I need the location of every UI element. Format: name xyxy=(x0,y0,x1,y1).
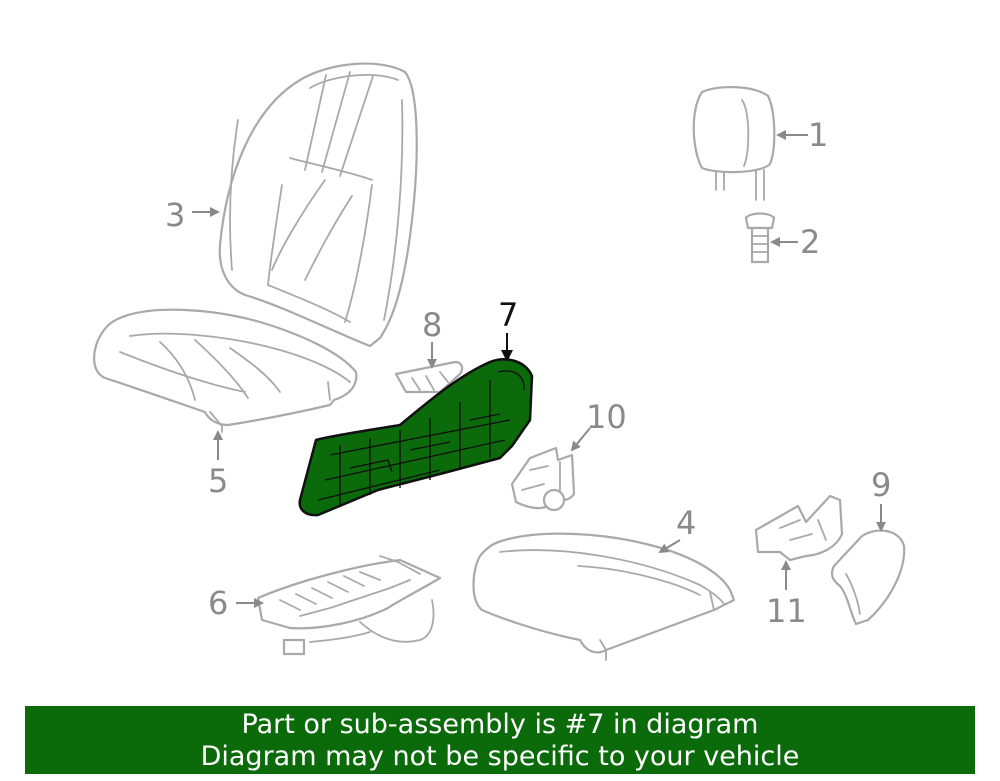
callout-4: 4 xyxy=(676,504,696,542)
callout-3: 3 xyxy=(165,196,185,234)
leader-4 xyxy=(658,539,681,554)
callout-2: 2 xyxy=(800,223,820,261)
part-8-cover xyxy=(394,360,464,394)
part-3-seatback-cover xyxy=(218,62,418,348)
callout-5: 5 xyxy=(208,462,228,500)
part-11-bracket xyxy=(754,494,844,562)
callout-1: 1 xyxy=(808,116,828,154)
part-10-bracket xyxy=(510,446,576,512)
callout-10: 10 xyxy=(586,398,627,436)
seat-parts-diagram: 1 2 3 4 5 6 7 8 9 10 11 xyxy=(93,62,906,661)
leader-10 xyxy=(570,427,591,452)
part-7-side-trim xyxy=(298,358,534,517)
part-1-headrest xyxy=(692,85,776,201)
part-6-heater-mat xyxy=(256,555,442,656)
part-2-guide xyxy=(744,212,776,264)
part-4-cushion-pad xyxy=(472,532,736,661)
callout-7: 7 xyxy=(498,296,518,334)
part-9-cover xyxy=(830,529,906,626)
banner-line-2: Diagram may not be specific to your vehi… xyxy=(200,741,800,772)
callout-9: 9 xyxy=(871,466,891,504)
part-5-cushion-cover xyxy=(93,308,358,433)
info-banner: Part or sub-assembly is #7 in diagram Di… xyxy=(25,706,975,774)
callout-6: 6 xyxy=(208,584,228,622)
callout-11: 11 xyxy=(766,592,807,630)
callout-8: 8 xyxy=(422,306,442,344)
banner-line-1: Part or sub-assembly is #7 in diagram xyxy=(241,709,759,740)
